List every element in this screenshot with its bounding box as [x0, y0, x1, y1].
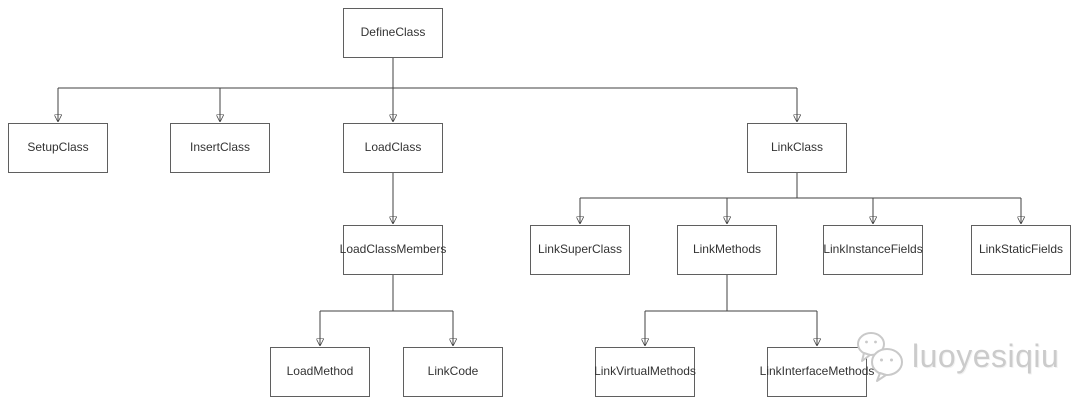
watermark: luoyesiqiu — [854, 329, 1059, 383]
watermark-text: luoyesiqiu — [912, 338, 1060, 374]
node-linksuperclass: LinkSuperClass — [530, 225, 630, 275]
wechat-icon — [857, 332, 903, 382]
node-setupclass: SetupClass — [8, 123, 108, 173]
node-linkclass: LinkClass — [747, 123, 847, 173]
node-loadmethod: LoadMethod — [270, 347, 370, 397]
node-loadclass: LoadClass — [343, 123, 443, 173]
node-linkmethods: LinkMethods — [677, 225, 777, 275]
node-linkvirtualmethods: LinkVirtualMethods — [594, 347, 696, 397]
node-linkstaticfields: LinkStaticFields — [971, 225, 1071, 275]
node-insertclass: InsertClass — [170, 123, 270, 173]
node-loadclassmembers: LoadClassMembers — [340, 225, 446, 275]
node-linkcode: LinkCode — [403, 347, 503, 397]
node-defineclass: DefineClass — [343, 8, 443, 58]
node-linkinstancefields: LinkInstanceFields — [823, 225, 923, 275]
node-linkinterfacemethods: LinkInterfaceMethods — [760, 347, 874, 397]
